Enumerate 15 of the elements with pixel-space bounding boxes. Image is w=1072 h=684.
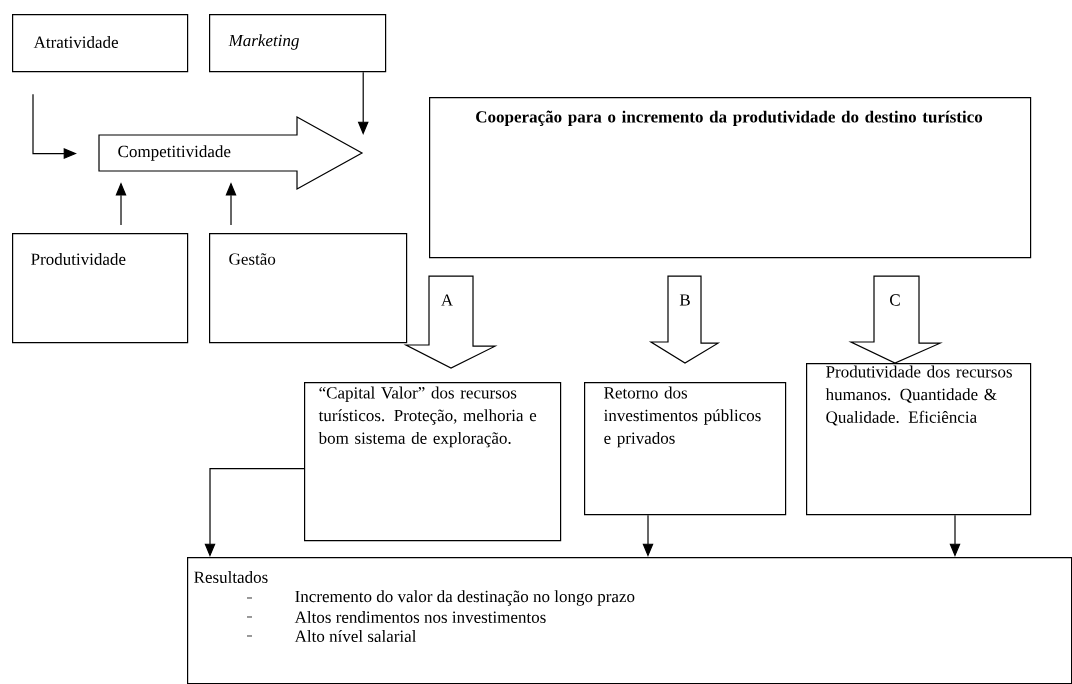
- box: Marketing: [209, 14, 387, 73]
- block-arrow: [848, 275, 943, 364]
- box: Gestão: [209, 233, 408, 344]
- box: Retorno dos investimentos públicos e privados: [584, 382, 787, 516]
- edge-label: A: [441, 294, 453, 306]
- block-arrow: [403, 275, 498, 369]
- edge-label: B: [679, 294, 690, 306]
- box: Produtividade dos recursos humanos. Quantidade & Qualidade. Eficiência: [806, 363, 1032, 516]
- box: Cooperação para o incremento da produtividade do destino turístico: [429, 97, 1032, 259]
- block-arrow: [648, 275, 721, 364]
- box: Produtividade: [12, 233, 189, 344]
- box: Atratividade: [12, 14, 189, 73]
- box: “Capital Valor” dos recursos turísticos. Proteção, melhoria e bom sistema de exploração.: [304, 382, 562, 542]
- edge-label: C: [890, 294, 900, 306]
- results-box: Resultados Incremento do valor da destinação no longo prazo Altos rendimentos nos investimentos Alto nível salarial: [187, 557, 1072, 684]
